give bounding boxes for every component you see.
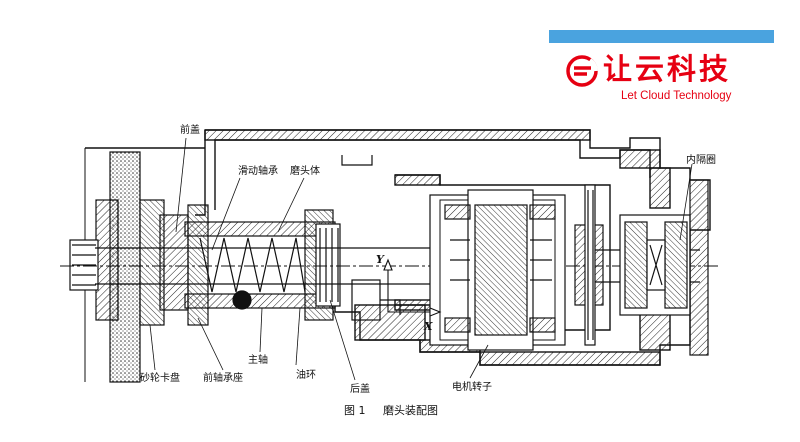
label-sliding-bearing: 滑动轴承	[238, 164, 278, 177]
oil-fitting	[341, 155, 401, 321]
brand-name-cn: 让云科技	[603, 52, 732, 86]
label-motor-rotor: 电机转子	[452, 380, 492, 393]
brand-name-en: Let Cloud Technology	[621, 90, 732, 102]
label-head-body: 磨头体	[290, 165, 320, 177]
label-front-cover: 前盖	[180, 123, 200, 136]
let-cloud-logo-icon	[566, 55, 598, 87]
figure-title: 磨头装配图	[383, 404, 438, 417]
sliding-bearing-spring	[199, 237, 306, 310]
label-main-shaft: 主轴	[248, 353, 268, 366]
leader-lines	[149, 137, 693, 381]
label-wheel-chuck: 砂轮卡盘	[140, 371, 180, 384]
axis-y-label: Y	[376, 253, 385, 266]
motor-rotor	[429, 189, 566, 351]
figure-number: 图 1	[344, 404, 366, 417]
header-accent-bar	[549, 30, 774, 43]
axis-x-label: X	[423, 320, 433, 333]
coordinate-axes	[383, 258, 442, 317]
label-oil-ring: 油环	[296, 368, 316, 381]
label-inner-spacer: 内隔圈	[686, 153, 716, 166]
front-bearing-seat	[184, 204, 341, 326]
brand-logo: 让云科技 Let Cloud Technology	[565, 51, 765, 111]
wheel-chuck	[69, 199, 189, 326]
label-front-bearing-seat: 前轴承座	[203, 371, 243, 384]
rear-bearing-assembly	[574, 179, 709, 356]
label-rear-cover: 后盖	[350, 382, 370, 395]
